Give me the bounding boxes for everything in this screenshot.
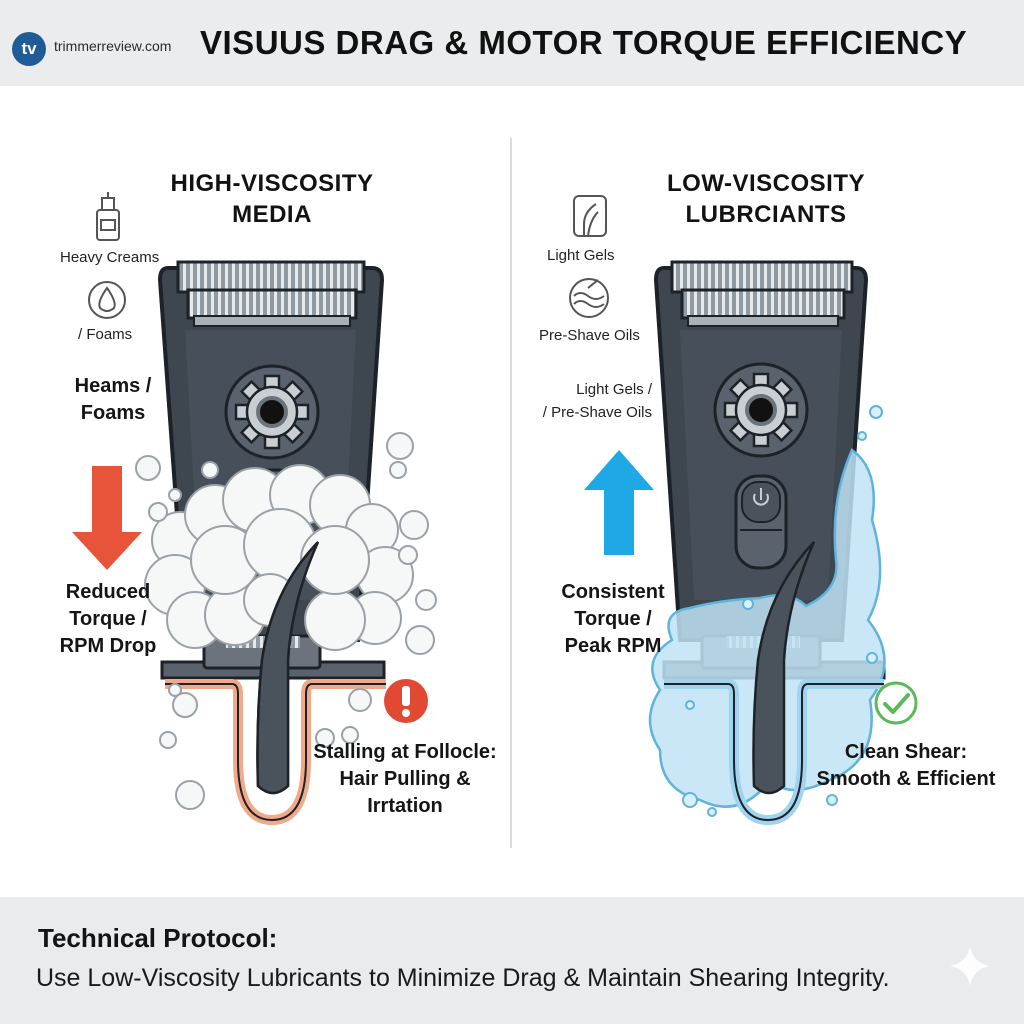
- check-icon: [874, 681, 918, 725]
- right-panel-title: LOW-VISCOSITY LUBRCIANTS: [666, 170, 866, 228]
- hair-follicle-icon: [573, 195, 607, 237]
- left-panel-title: HIGH-VISCOSITY MEDIA: [170, 170, 374, 228]
- right-trimmer-illustration: [653, 260, 886, 680]
- foam-cloud: [135, 432, 437, 810]
- sparkle-icon: [950, 946, 990, 986]
- bottle-icon: [96, 192, 120, 241]
- right-side-label: Light Gels / / Pre-Shave Oils: [542, 381, 652, 421]
- site-name: trimmerreview.com: [54, 38, 172, 54]
- left-result-label: Stalling at Follocle: Hair Pulling & Irr…: [313, 741, 497, 817]
- left-side-label: Heams / Foams: [74, 375, 152, 424]
- left-arrow-label: Reduced Torque / RPM Drop: [59, 581, 157, 657]
- skin-wave-icon: [569, 278, 609, 318]
- left-icon-label-1: Heavy Creams: [60, 249, 160, 266]
- right-icon-label-2: Pre-Shave Oils: [539, 327, 640, 344]
- right-icon-label-1: Light Gels: [547, 247, 615, 264]
- torque-down-arrow: [72, 466, 142, 570]
- alert-icon: [384, 679, 428, 723]
- site-logo: tv: [12, 32, 46, 66]
- footer-bar: [0, 897, 1024, 1024]
- footer-heading: Technical Protocol:: [38, 923, 278, 953]
- right-result-label: Clean Shear: Smooth & Efficient: [816, 741, 996, 790]
- panel-divider: [510, 138, 512, 848]
- left-icon-label-2: / Foams: [78, 326, 133, 343]
- foam-drop-icon: [88, 281, 126, 319]
- header-bar: tv trimmerreview.com VISUUS DRAG & MOTOR…: [0, 0, 1024, 86]
- page-title: VISUUS DRAG & MOTOR TORQUE EFFICIENCY: [200, 24, 968, 61]
- torque-up-arrow: [584, 450, 654, 555]
- footer-text: Use Low-Viscosity Lubricants to Minimize…: [36, 964, 890, 992]
- right-hair: [752, 541, 816, 795]
- right-arrow-label: Consistent Torque / Peak RPM: [561, 581, 665, 657]
